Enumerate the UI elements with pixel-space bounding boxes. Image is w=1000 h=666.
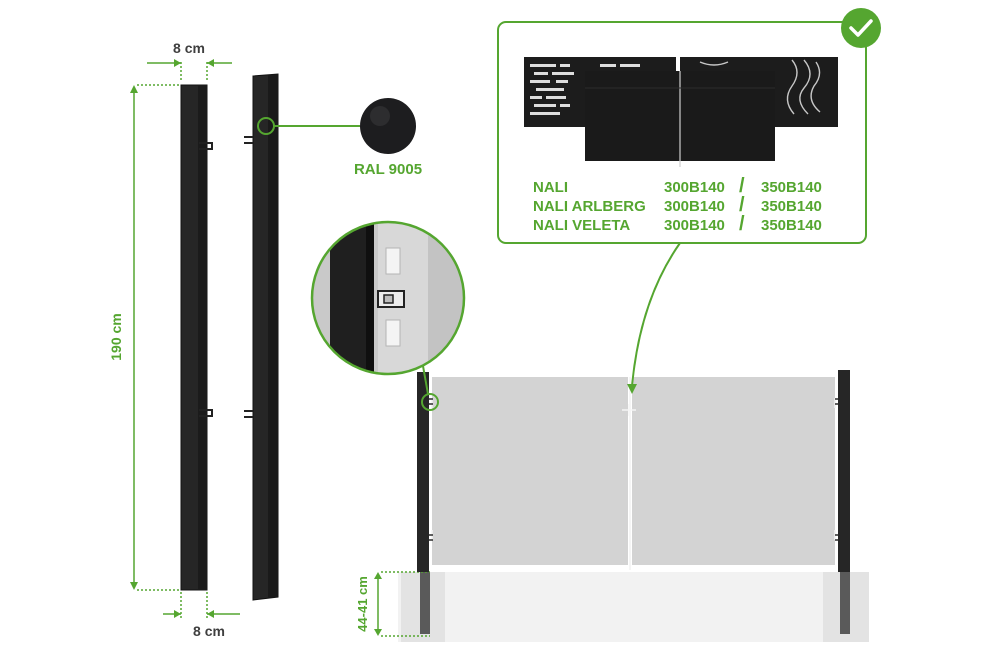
compatible-panels-box: NALI 300B140 / 350B140 NALI ARLBERG 300B… <box>497 8 881 244</box>
panel-separator-1: / <box>739 175 745 197</box>
panel-model-3: NALI VELETA <box>533 217 630 234</box>
height-label: 190 cm <box>108 313 124 360</box>
ral-swatch <box>360 98 416 154</box>
hinge-magnifier <box>310 220 466 395</box>
panel-model-2: NALI ARLBERG <box>533 198 646 215</box>
gate-left-post <box>417 372 429 572</box>
box-to-gate-connector <box>627 242 681 394</box>
width-top-dimension: 8 cm <box>147 40 232 82</box>
width-top-label: 8 cm <box>173 40 205 56</box>
panel-size-a-3: 300B140 <box>664 217 725 234</box>
panel-size-b-1: 350B140 <box>761 179 822 196</box>
right-post-group <box>244 73 279 601</box>
checkmark-icon <box>841 8 881 48</box>
panel-separator-2: / <box>739 194 745 216</box>
gate-right-wing <box>632 377 835 565</box>
panel-size-b-3: 350B140 <box>761 217 822 234</box>
right-post-hinge-top <box>244 136 253 144</box>
panel-model-1: NALI <box>533 179 568 196</box>
panel-size-b-2: 350B140 <box>761 198 822 215</box>
left-post-group <box>180 84 213 591</box>
left-post-hinge-bottom <box>199 409 213 417</box>
panel-previews <box>524 57 838 167</box>
panel-list: NALI 300B140 / 350B140 NALI ARLBERG 300B… <box>533 175 822 235</box>
ral-callout: RAL 9005 <box>257 98 422 178</box>
left-post-hinge-top <box>199 142 213 150</box>
ground <box>398 572 869 642</box>
panel-size-a-1: 300B140 <box>664 179 725 196</box>
width-bottom-dimension: 8 cm <box>163 592 240 639</box>
panel-separator-3: / <box>739 213 745 235</box>
foundation-depth-label: 44-41 cm <box>355 576 370 632</box>
gate-left-wing <box>432 377 628 565</box>
right-post-hinge-bottom <box>244 410 253 418</box>
gate-assembly <box>417 370 850 572</box>
gate-right-post <box>838 370 850 572</box>
panel-size-a-2: 300B140 <box>664 198 725 215</box>
ral-code-label: RAL 9005 <box>354 161 422 178</box>
foundation-depth-dimension: 44-41 cm <box>355 571 430 637</box>
width-bottom-label: 8 cm <box>193 623 225 639</box>
height-dimension: 190 cm <box>108 84 181 591</box>
